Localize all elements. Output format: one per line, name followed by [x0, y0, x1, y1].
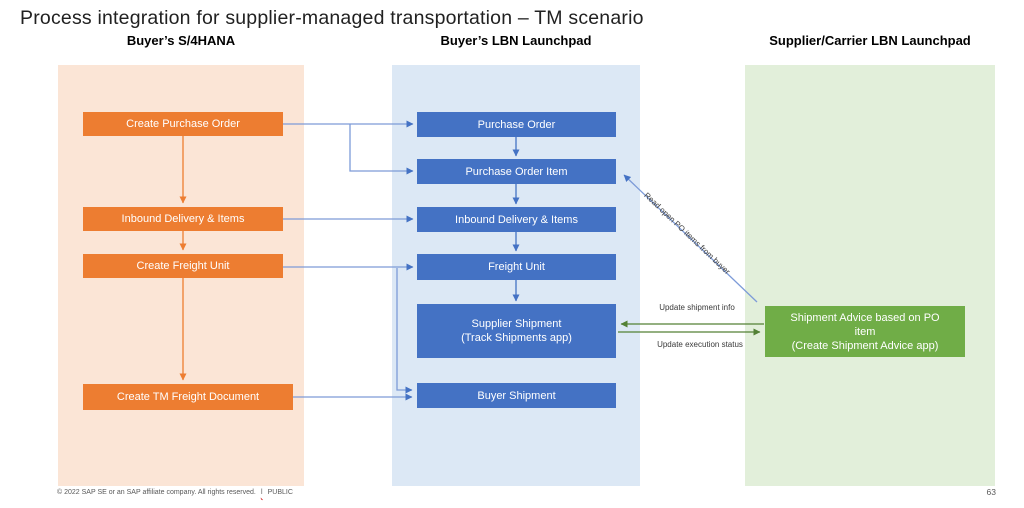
panel-supplier-carrier-lbn-launchpad — [745, 65, 995, 486]
box-freight-unit: Freight Unit — [417, 254, 616, 280]
box-inbound-delivery-items-lbn: Inbound Delivery & Items — [417, 207, 616, 232]
box-shipment-advice: Shipment Advice based on PO item (Create… — [765, 306, 965, 357]
box-purchase-order-item: Purchase Order Item — [417, 159, 616, 184]
shipment-advice-line2: (Create Shipment Advice app) — [791, 339, 939, 352]
label-read-open-po-items: Read open PO items from buyer — [642, 190, 732, 277]
footer-copyright: © 2022 SAP SE or an SAP affiliate compan… — [57, 489, 256, 496]
box-create-tm-freight-document: Create TM Freight Document — [83, 384, 293, 410]
box-buyer-shipment: Buyer Shipment — [417, 383, 616, 408]
footer-classification: PUBLIC — [267, 489, 293, 496]
box-supplier-shipment: Supplier Shipment (Track Shipments app) — [417, 304, 616, 358]
footer: © 2022 SAP SE or an SAP affiliate compan… — [57, 489, 293, 496]
box-purchase-order: Purchase Order — [417, 112, 616, 137]
box-create-purchase-order: Create Purchase Order — [83, 112, 283, 136]
box-create-freight-unit: Create Freight Unit — [83, 254, 283, 278]
page-title: Process integration for supplier-managed… — [20, 7, 644, 29]
label-update-execution-status: Update execution status — [657, 340, 743, 349]
column-header-buyer-lbn: Buyer’s LBN Launchpad — [440, 33, 592, 48]
column-header-supplier-lbn: Supplier/Carrier LBN Launchpad — [769, 33, 971, 48]
footer-separator: ǀ — [260, 489, 263, 496]
column-header-s4hana: Buyer’s S/4HANA — [126, 33, 236, 48]
box-inbound-delivery-items-s4: Inbound Delivery & Items — [83, 207, 283, 231]
supplier-shipment-line2: (Track Shipments app) — [461, 332, 572, 344]
shipment-advice-line1: Shipment Advice based on PO item — [790, 311, 940, 338]
label-update-shipment-info: Update shipment info — [659, 303, 735, 312]
page-number: 63 — [986, 487, 996, 497]
supplier-shipment-line1: Supplier Shipment — [471, 318, 562, 330]
